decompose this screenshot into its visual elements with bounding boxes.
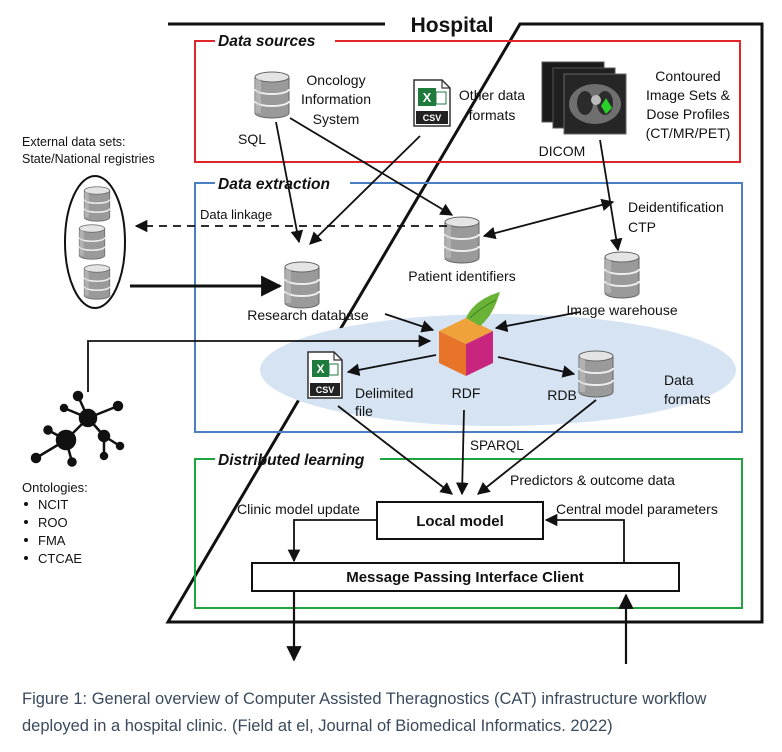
flow-arrows [87,117,634,664]
ontology-network-icon [30,390,125,467]
delimited-xls-tag: X [316,362,324,376]
patient-identifiers-label: Patient identifiers [408,268,515,284]
xls-tag: X [423,90,432,105]
distributed-learning-heading: Distributed learning [218,452,365,469]
data-extraction-box: Data extraction [194,176,743,433]
rdf-label: RDF [452,385,481,401]
data-linkage-label: Data linkage [200,207,272,222]
ontology-item: NCIT [38,497,68,512]
clinic-update-label: Clinic model update [237,501,360,517]
deidentification-line-2: CTP [628,219,656,235]
data-sources-box: Data sources [194,33,741,163]
local-model-label: Local model [416,513,504,530]
external-line-2: State/National registries [22,152,155,166]
oncology-line-3: System [313,111,360,127]
figure-caption: Figure 1: General overview of Computer A… [22,690,707,735]
oncology-line-1: Oncology [306,72,365,88]
predictors-label: Predictors & outcome data [510,472,675,488]
csv-tag: CSV [423,113,442,123]
ontology-item: FMA [38,533,66,548]
data-extraction-heading: Data extraction [218,176,330,193]
rdb-database-icon [578,350,614,398]
delimited-line-1: Delimited [355,385,413,401]
oncology-line-2: Information [301,91,371,107]
rdb-label: RDB [547,387,577,403]
contoured-line-2: Image Sets & [646,87,731,103]
research-database-label: Research database [247,307,369,323]
delimited-csv-tag: CSV [316,385,335,395]
contoured-line-3: Dose Profiles [646,106,729,122]
research-database-icon [284,261,320,309]
rdf-cube-icon [439,292,500,376]
data-formats-line-1: Data [664,372,694,388]
sparql-label: SPARQL [470,438,524,453]
central-params-label: Central model parameters [556,501,718,517]
distributed-learning-box: Distributed learning [194,452,743,609]
csv-file-icon: X CSV [413,79,451,127]
deidentification-line-1: Deidentification [628,199,724,215]
sql-database-icon [254,71,290,119]
mpi-client-box [251,562,680,592]
registry-database-icon-1 [83,186,111,222]
ontology-item: ROO [38,515,68,530]
delimited-line-2: file [355,403,373,419]
image-warehouse-label: Image warehouse [566,302,678,318]
data-sources-heading: Data sources [218,33,316,50]
registry-database-icon-2 [78,224,106,260]
external-registries-ellipse [64,175,126,309]
data-formats-line-2: formats [664,391,711,407]
rdf-ellipse [260,314,736,426]
contoured-line-1: Contoured [655,68,720,84]
external-line-1: External data sets: [22,135,126,149]
delimited-csv-icon: X CSV [307,351,343,399]
other-formats-line-1: Other data [459,87,525,103]
patient-identifiers-database-icon [444,216,480,264]
dicom-label: DICOM [539,143,586,159]
ontologies-title: Ontologies: [22,480,88,495]
dicom-image-stack [541,61,627,135]
contoured-line-4: (CT/MR/PET) [646,125,731,141]
registry-database-icon-3 [83,264,111,300]
ontologies-list: NCIT ROO FMA CTCAE [24,497,82,566]
other-formats-line-2: formats [469,107,516,123]
hospital-title: Hospital [411,14,494,37]
local-model-box [376,501,544,540]
hospital-box: Hospital [165,14,764,624]
mpi-client-label: Message Passing Interface Client [346,569,584,586]
image-warehouse-database-icon [604,251,640,299]
ontology-item: CTCAE [38,551,82,566]
sql-label: SQL [238,131,266,147]
